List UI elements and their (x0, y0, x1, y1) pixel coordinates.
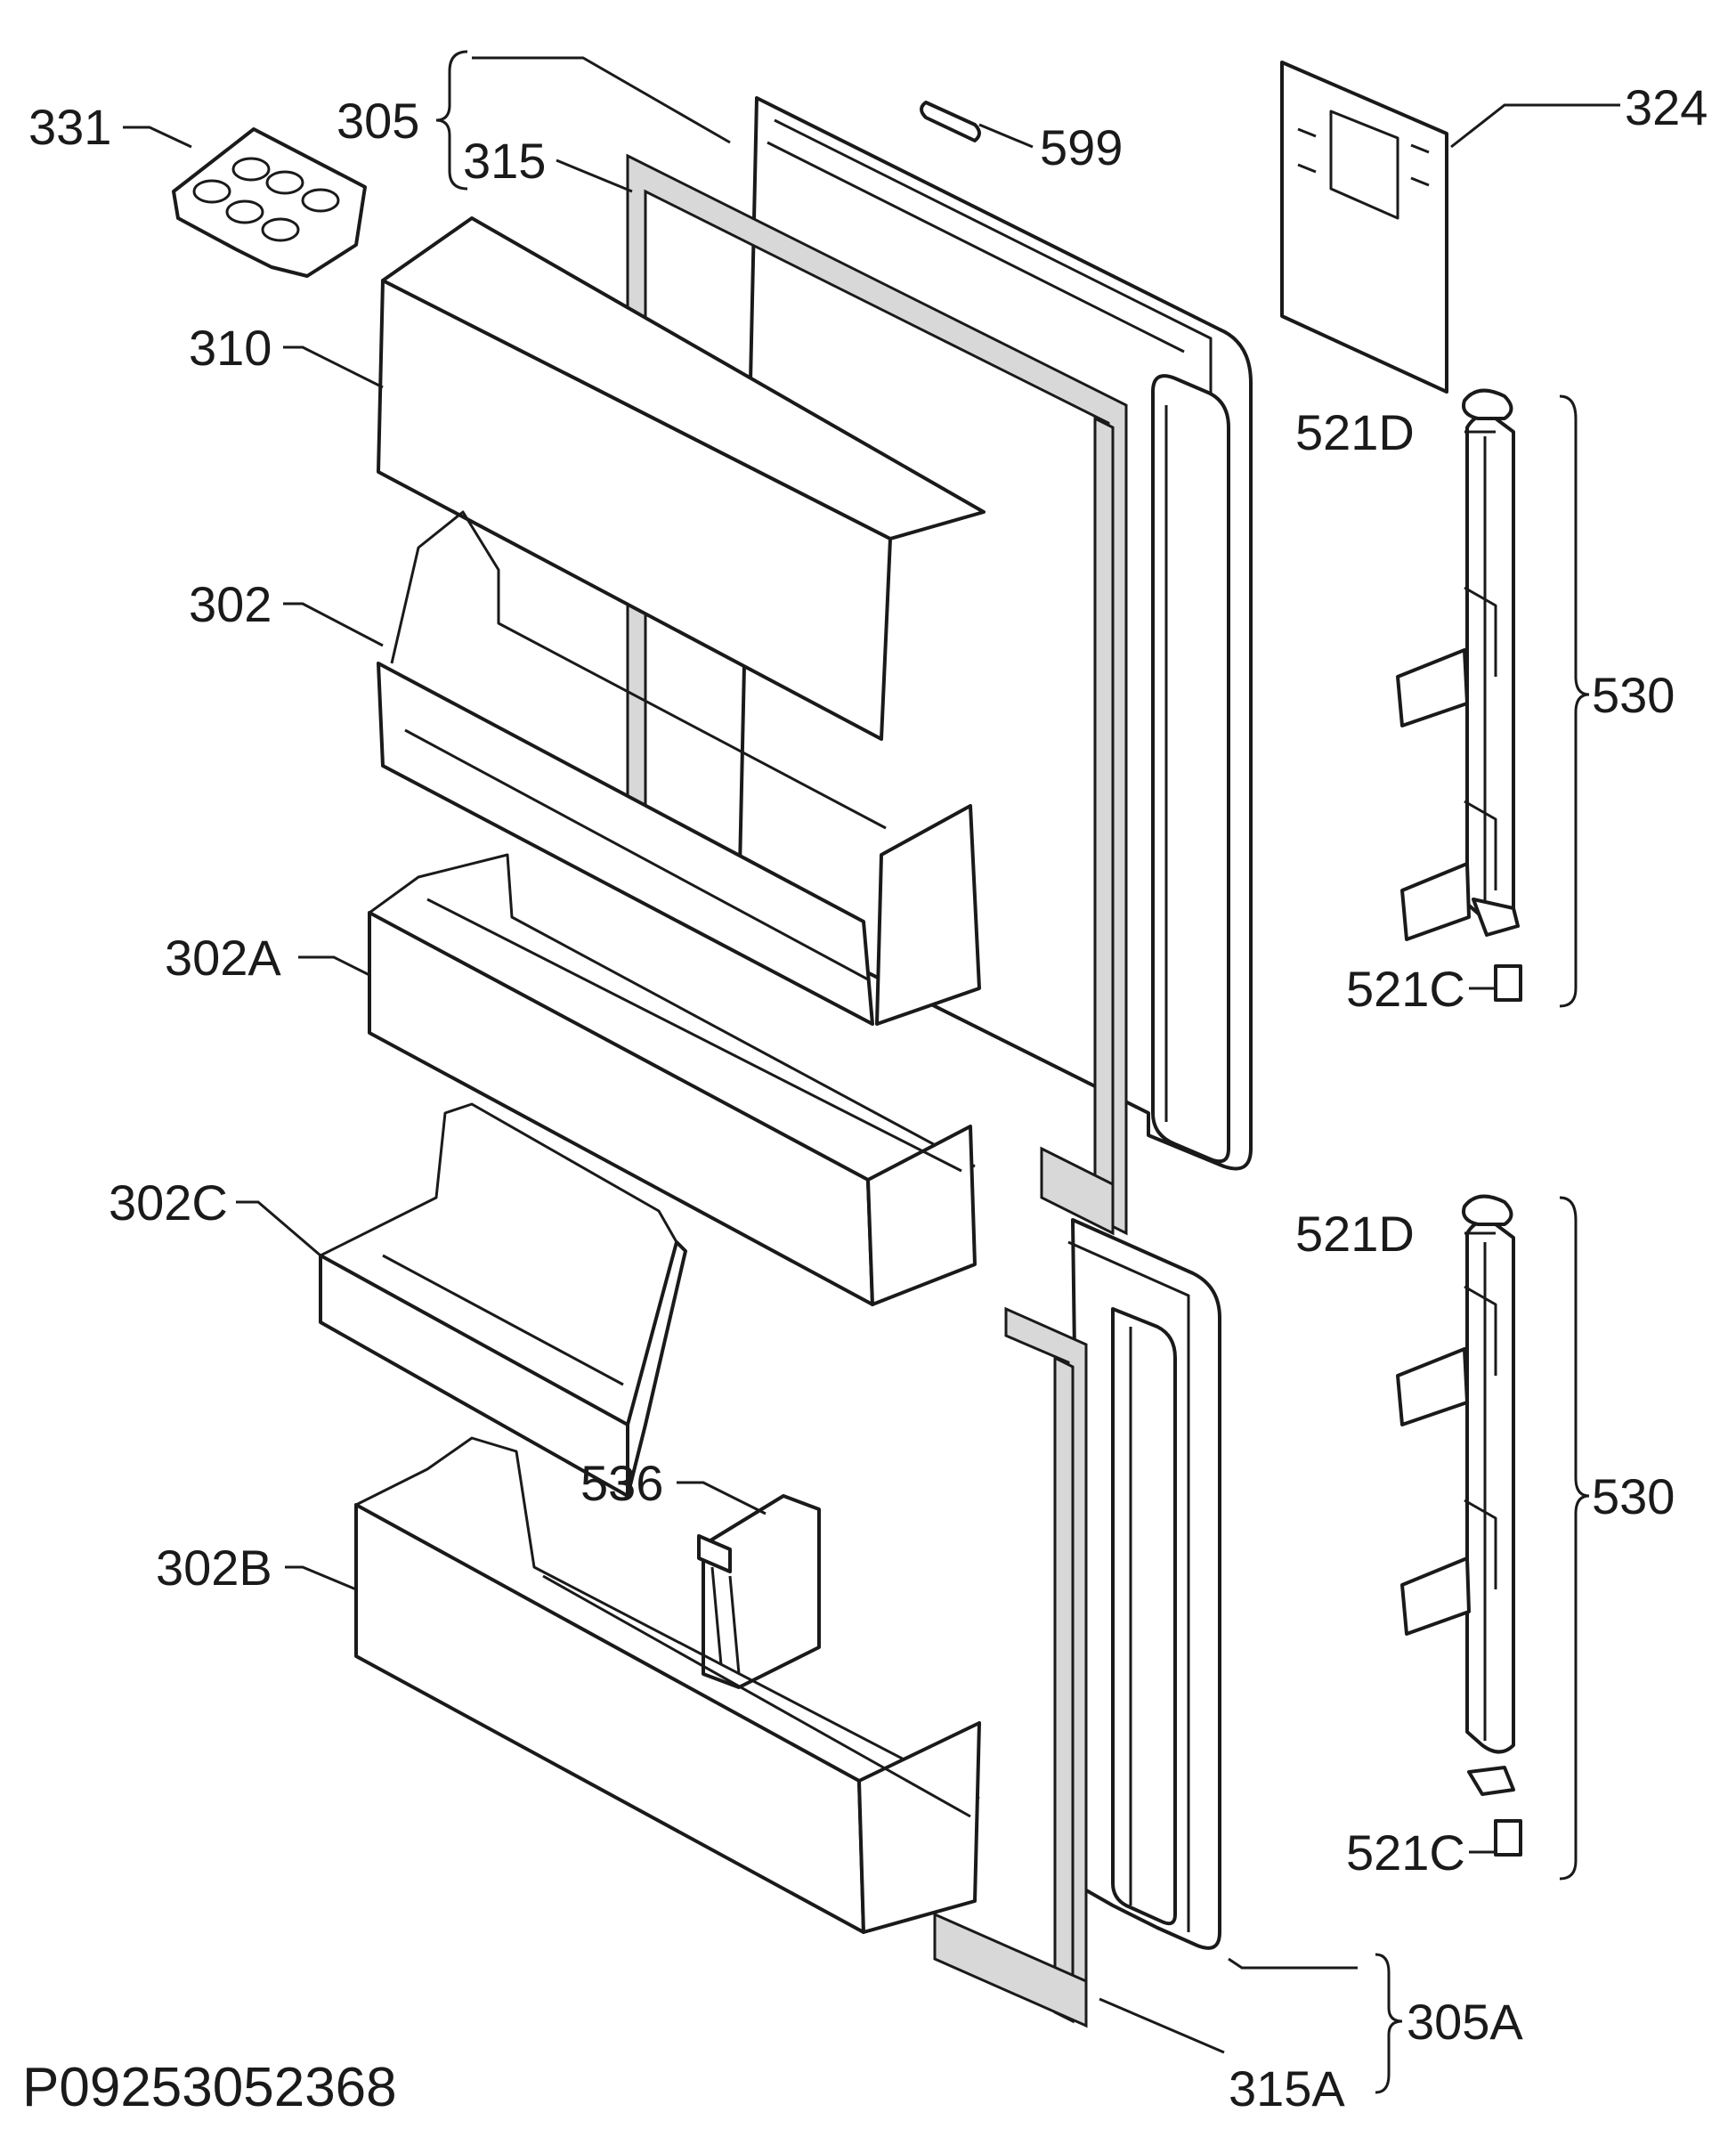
label-305A: 305A (1407, 1994, 1523, 2050)
door-shelf-302B (354, 1436, 981, 1934)
egg-tray-331 (172, 127, 367, 278)
label-305: 305 (337, 93, 419, 149)
label-315A: 315A (1229, 2060, 1345, 2117)
leader-lines (123, 56, 1620, 2054)
hinge-cover-530-bottom (1396, 1194, 1522, 1857)
label-521C-bottom: 521C (1346, 1824, 1465, 1881)
braces (435, 50, 1590, 2094)
label-599: 599 (1040, 119, 1123, 175)
label-310: 310 (189, 320, 272, 376)
door-shelf-302A (368, 853, 977, 1306)
lower-gasket-315A (933, 1306, 1088, 2028)
label-536: 536 (580, 1455, 663, 1511)
label-302C: 302C (109, 1174, 228, 1231)
label-331: 331 (28, 99, 111, 155)
label-315: 315 (463, 133, 546, 189)
label-521D-bottom: 521D (1295, 1206, 1415, 1262)
label-521C-top: 521C (1346, 961, 1465, 1017)
label-521D-top: 521D (1295, 404, 1415, 460)
label-530-bottom: 530 (1592, 1468, 1675, 1524)
drawing-code: P09253052368 (22, 2057, 397, 2118)
bottle-clip-536 (697, 1494, 821, 1689)
lower-door-305A (1067, 1218, 1221, 1950)
door-box-302C (319, 1102, 687, 1498)
part-labels: 331 305 315 599 324 310 521D 302 530 302… (28, 79, 1708, 2117)
label-324: 324 (1625, 79, 1708, 135)
label-302: 302 (189, 576, 272, 632)
label-302A: 302A (165, 930, 281, 986)
door-shelf-302 (377, 510, 981, 1026)
dairy-flap-310 (377, 216, 986, 741)
pin-599 (920, 101, 981, 142)
label-530-top: 530 (1592, 667, 1675, 723)
label-card-324 (1280, 61, 1448, 394)
upper-gasket-315 (626, 153, 1128, 1236)
label-302B: 302B (156, 1540, 272, 1596)
hinge-cover-530-top (1396, 388, 1522, 1002)
